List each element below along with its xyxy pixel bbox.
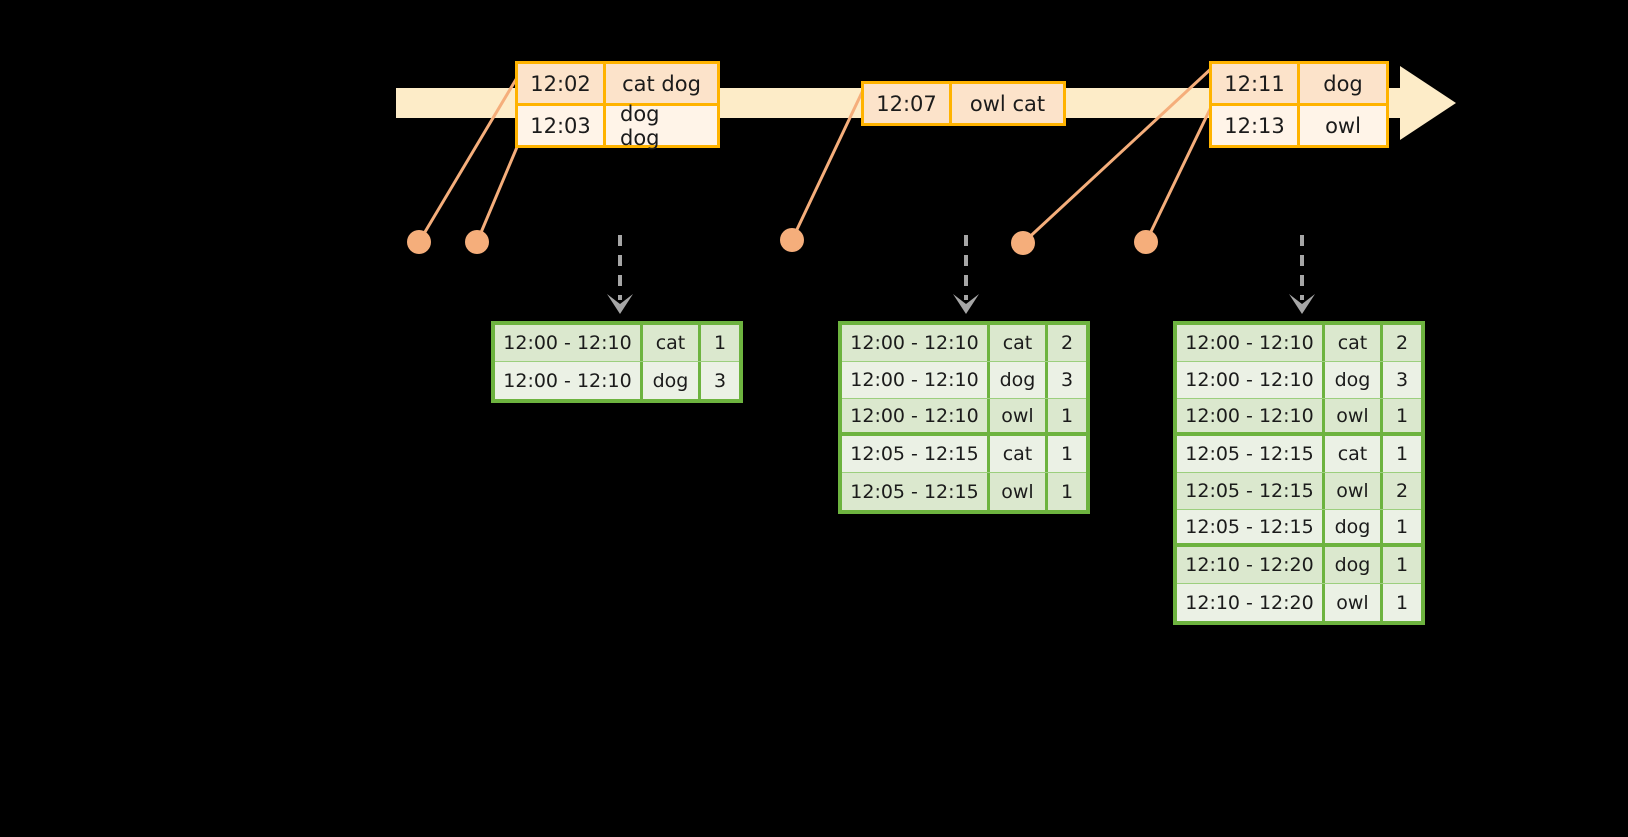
event-payload: owl <box>1325 113 1361 138</box>
count-cell: 2 <box>1395 332 1409 354</box>
count-cell: 1 <box>1395 591 1409 614</box>
event-dot-1213 <box>1134 230 1158 254</box>
count-cell: 1 <box>713 332 727 354</box>
window-cell: 12:00 - 12:10 <box>842 362 990 398</box>
window-cell: 12:00 - 12:10 <box>495 325 643 361</box>
window-cell: 12:10 - 12:20 <box>1177 547 1325 583</box>
window-cell: 12:00 - 12:10 <box>1177 362 1325 398</box>
event-timestamp: 12:13 <box>1212 106 1300 145</box>
count-cell: 3 <box>1395 369 1409 391</box>
key-cell: cat <box>990 325 1048 361</box>
event-dot-1202 <box>407 230 431 254</box>
window-cell: 12:05 - 12:15 <box>1177 510 1325 543</box>
window-cell: 12:05 - 12:15 <box>842 473 990 510</box>
window-cell: 12:05 - 12:15 <box>1177 436 1325 472</box>
key-cell: dog <box>1325 547 1383 583</box>
count-cell: 1 <box>1395 443 1409 465</box>
count-cell: 2 <box>1060 332 1074 354</box>
count-cell: 1 <box>1395 404 1409 427</box>
count-cell: 3 <box>713 369 727 392</box>
key-cell: dog <box>1325 362 1383 398</box>
count-cell: 2 <box>1395 480 1409 502</box>
timeline-event-box-1[interactable]: 12:02 cat dog 12:03 dog dog <box>515 61 720 150</box>
timeline-event-row[interactable]: 12:13 owl <box>1212 103 1386 145</box>
event-timestamp: 12:03 <box>518 106 606 145</box>
key-cell: dog <box>1325 510 1383 543</box>
timeline-event-row[interactable]: 12:11 dog <box>1212 64 1386 103</box>
key-cell: cat <box>1325 436 1383 472</box>
count-cell: 1 <box>1395 554 1409 576</box>
dashed-arrows <box>607 235 1315 314</box>
event-dot-1211 <box>1011 231 1035 255</box>
key-cell: cat <box>1325 325 1383 361</box>
count-cell: 1 <box>1060 404 1074 427</box>
connector-1207 <box>790 85 867 241</box>
event-timestamp: 12:07 <box>864 84 952 123</box>
dashed-arrow-head-3 <box>1289 294 1315 314</box>
dashed-arrow-head-2 <box>953 294 979 314</box>
key-cell: dog <box>990 362 1048 398</box>
key-cell: owl <box>1325 399 1383 432</box>
connector-1202 <box>417 65 526 243</box>
timeline-event-box-2[interactable]: 12:07 owl cat <box>861 81 1066 126</box>
count-cell: 1 <box>1060 443 1074 465</box>
window-cell: 12:00 - 12:10 <box>1177 325 1325 361</box>
key-cell: dog <box>643 362 701 399</box>
event-payload: dog dog <box>620 101 660 150</box>
event-dot-1203 <box>465 230 489 254</box>
event-payload: dog <box>1323 71 1363 96</box>
window-cell: 12:05 - 12:15 <box>842 436 990 472</box>
timeline-event-row[interactable]: 12:07 owl cat <box>864 84 1063 123</box>
event-payload: owl cat <box>969 91 1046 116</box>
timeline-event-row[interactable]: 12:03 dog dog <box>518 101 717 150</box>
event-dots <box>407 228 1158 255</box>
event-dot-1207 <box>780 228 804 252</box>
window-cell: 12:00 - 12:10 <box>495 362 643 399</box>
window-cell: 12:00 - 12:10 <box>842 325 990 361</box>
key-cell: cat <box>643 325 701 361</box>
dashed-arrow-head-1 <box>607 294 633 314</box>
event-timestamp: 12:02 <box>518 64 606 103</box>
event-timestamp: 12:11 <box>1212 64 1300 103</box>
key-cell: owl <box>1325 584 1383 621</box>
window-cell: 12:10 - 12:20 <box>1177 584 1325 621</box>
key-cell: owl <box>990 473 1048 510</box>
key-cell: cat <box>990 436 1048 472</box>
window-cell: 12:00 - 12:10 <box>1177 399 1325 432</box>
key-cell: owl <box>990 399 1048 432</box>
timeline-event-row[interactable]: 12:02 cat dog <box>518 64 717 103</box>
timeline-event-box-3[interactable]: 12:11 dog 12:13 owl <box>1209 61 1389 148</box>
count-cell: 3 <box>1060 369 1074 391</box>
event-payload: cat dog <box>622 71 701 96</box>
count-cell: 1 <box>1060 480 1074 503</box>
key-cell: owl <box>1325 473 1383 509</box>
window-cell: 12:05 - 12:15 <box>1177 473 1325 509</box>
connector-1213 <box>1144 102 1215 243</box>
count-cell: 1 <box>1395 515 1409 538</box>
window-cell: 12:00 - 12:10 <box>842 399 990 432</box>
